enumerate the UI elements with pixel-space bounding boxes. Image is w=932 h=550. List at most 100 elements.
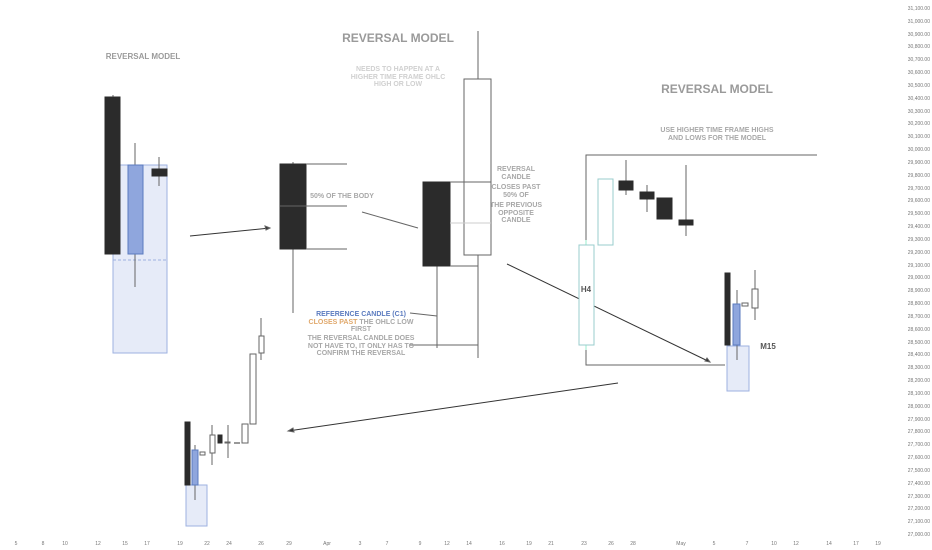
date-tick: 19 [875, 541, 881, 547]
price-tick: 29,500.00 [907, 211, 930, 218]
price-tick: 28,900.00 [907, 288, 930, 295]
date-tick: 8 [41, 541, 45, 547]
bull-candle [249, 353, 257, 425]
date-tick: 10 [771, 541, 777, 547]
date-tick: 29 [286, 541, 292, 547]
price-tick: 29,900.00 [907, 159, 930, 166]
bear-candle [422, 181, 451, 267]
bull-candle [241, 423, 249, 444]
bear-candle [656, 197, 673, 220]
price-tick: 29,700.00 [907, 185, 930, 192]
date-tick: 9 [418, 541, 422, 547]
note-line: HIGH OR LOW [373, 81, 423, 88]
price-tick: 27,400.00 [907, 480, 930, 487]
date-tick: 26 [258, 541, 264, 547]
price-tick: 29,300.00 [907, 236, 930, 243]
note-line: AND LOWS FOR THE MODEL [668, 134, 766, 142]
first-text: FIRST [350, 326, 372, 333]
blue-candle [127, 164, 144, 255]
date-tick: 3 [358, 541, 362, 547]
price-tick: 27,100.00 [907, 519, 930, 526]
label-line: CLOSES PAST [491, 184, 541, 191]
right-title: REVERSAL MODEL [661, 82, 773, 96]
label-line: OPPOSITE [498, 209, 534, 217]
pointer-line [409, 312, 438, 317]
bull-candle [224, 441, 231, 444]
price-tick: 29,600.00 [907, 198, 930, 205]
date-tick: 24 [226, 541, 232, 547]
label-line: 50% OF [503, 191, 529, 199]
price-tick: 30,300.00 [907, 108, 930, 115]
note-line: CONFIRM THE REVERSAL [316, 350, 406, 357]
bear-candle [678, 219, 694, 226]
center-note: NEEDS TO HAPPEN AT A HIGHER TIME FRAME O… [351, 66, 446, 89]
arrow-line [506, 263, 711, 363]
date-tick: 17 [853, 541, 859, 547]
date-tick: 17 [144, 541, 150, 547]
bull-candle [463, 78, 492, 256]
bear-candle [618, 180, 634, 191]
arrow-line [287, 382, 619, 432]
note-line: THE REVERSAL CANDLE DOES [307, 335, 415, 342]
chart-canvas [104, 31, 817, 527]
price-tick: 31,000.00 [907, 18, 930, 25]
arrow-line [189, 227, 271, 237]
date-tick: Apr [323, 541, 331, 547]
zone-box [726, 345, 750, 392]
does-not-have-note: THE REVERSAL CANDLE DOES NOT HAVE TO, IT… [308, 335, 415, 358]
price-tick: 29,400.00 [907, 224, 930, 231]
center-title: REVERSAL MODEL [342, 31, 454, 45]
bull-candle [209, 434, 216, 454]
date-tick: 5 [14, 541, 18, 547]
right-note: USE HIGHER TIME FRAME HIGHS AND LOWS FOR… [660, 127, 773, 142]
bull-candle [751, 288, 759, 309]
bull-candle [578, 244, 595, 346]
date-tick: 5 [712, 541, 716, 547]
bull-candle [258, 335, 265, 354]
price-tick: 28,300.00 [907, 365, 930, 372]
price-tick: 27,500.00 [907, 467, 930, 474]
date-tick: 7 [745, 541, 749, 547]
price-tick: 29,800.00 [907, 172, 930, 179]
date-tick: 7 [385, 541, 389, 547]
date-tick: 10 [62, 541, 68, 547]
price-tick: 28,000.00 [907, 403, 930, 410]
blue-candle [191, 449, 199, 486]
price-tick: 27,300.00 [907, 493, 930, 500]
price-tick: 29,100.00 [907, 262, 930, 269]
label-line: CANDLE [501, 217, 531, 224]
label-line: REVERSAL [496, 166, 536, 173]
price-tick: 28,400.00 [907, 352, 930, 359]
bear-candle [104, 96, 121, 255]
bull-candle [597, 178, 614, 246]
price-tick: 28,200.00 [907, 378, 930, 385]
price-tick: 27,900.00 [907, 416, 930, 423]
fifty-pct-label: 50% OF THE BODY [310, 193, 374, 200]
price-tick: 28,600.00 [907, 326, 930, 333]
price-tick: 27,800.00 [907, 429, 930, 436]
blue-candle [732, 303, 741, 346]
price-tick: 28,800.00 [907, 301, 930, 308]
date-tick: 15 [122, 541, 128, 547]
date-tick: 28 [630, 541, 636, 547]
date-tick: 23 [581, 541, 587, 547]
bull-candle [741, 302, 749, 307]
label-line: CANDLE [501, 173, 531, 181]
zone-box [185, 484, 208, 527]
note-line: NEEDS TO HAPPEN AT A [355, 66, 440, 73]
reference-candle-note: REFERENCE CANDLE (C1) CLOSES PAST THE OH… [309, 311, 414, 334]
price-tick: 31,100.00 [907, 6, 930, 12]
price-tick: 30,800.00 [907, 44, 930, 51]
price-tick: 29,000.00 [907, 275, 930, 282]
closes-past-label: CLOSES PAST 50% OF [492, 184, 541, 199]
date-tick: 19 [177, 541, 183, 547]
price-tick: 28,700.00 [907, 313, 930, 320]
price-tick: 30,600.00 [907, 70, 930, 77]
date-tick: May [676, 541, 686, 547]
date-tick: 19 [526, 541, 532, 547]
price-tick: 27,200.00 [907, 506, 930, 513]
closes-past-orange: CLOSES PAST [308, 318, 358, 326]
reversal-candle-label: REVERSAL CANDLE [497, 166, 535, 181]
